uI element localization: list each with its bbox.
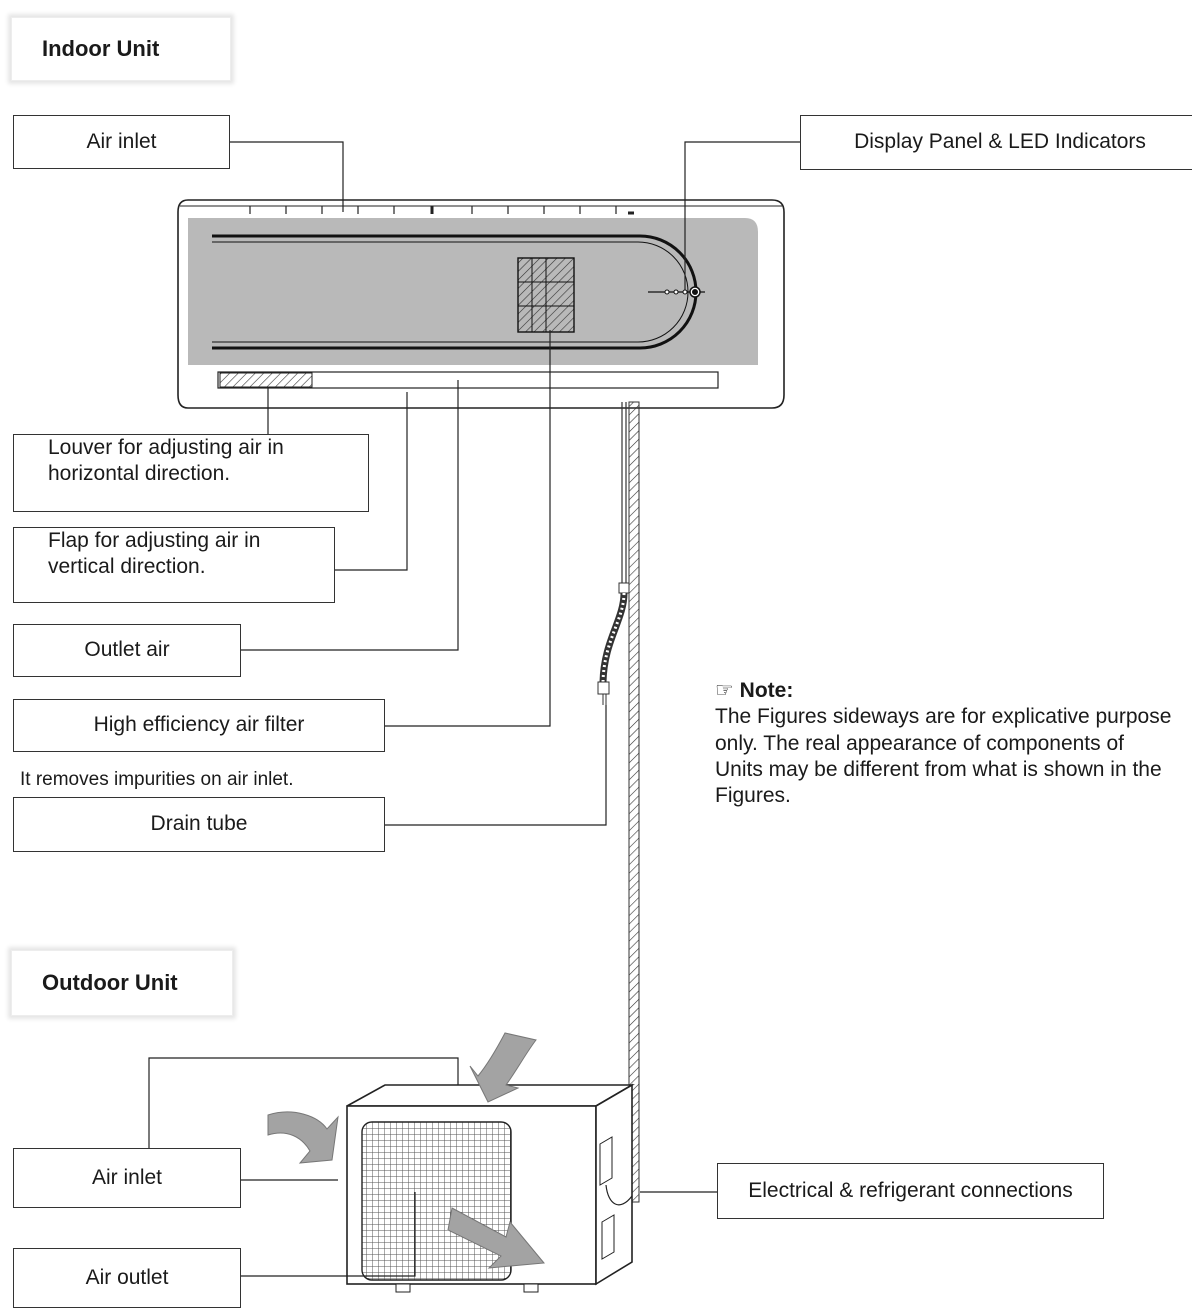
indoor-unit-title: Indoor Unit: [11, 17, 231, 81]
flap-label-line2: vertical direction.: [48, 555, 206, 579]
connections-label: Electrical & refrigerant connections: [717, 1163, 1104, 1219]
note-line: Units may be different from what is show…: [715, 757, 1162, 781]
air-filter-label: High efficiency air filter: [13, 699, 385, 752]
pipe-drawing: [597, 401, 640, 1203]
louver-label: Louver for adjusting air in horizontal d…: [13, 434, 369, 512]
outdoor-unit-title: Outdoor Unit: [11, 950, 233, 1016]
louver-label-line2: horizontal direction.: [48, 462, 231, 486]
note-line: Figures.: [715, 784, 791, 807]
pointing-hand-icon: ☞: [715, 679, 734, 702]
note-heading: ☞ Note:: [715, 678, 1192, 704]
outdoor-unit-drawing: [346, 1083, 635, 1293]
indoor-unit-drawing: [177, 199, 785, 409]
outdoor-air-inlet-label: Air inlet: [13, 1148, 241, 1208]
note-title: Note:: [739, 679, 794, 702]
air-filter-description: It removes impurities on air inlet.: [20, 769, 294, 790]
outdoor-air-outlet-label: Air outlet: [13, 1248, 241, 1308]
air-inlet-label: Air inlet: [13, 115, 230, 169]
louver-label-line1: Louver for adjusting air in: [48, 436, 284, 459]
note-block: ☞ Note: The Figures sideways are for exp…: [715, 678, 1192, 809]
note-line: The Figures sideways are for explicative…: [715, 705, 1172, 729]
drain-tube-label: Drain tube: [13, 797, 385, 852]
outlet-air-label: Outlet air: [13, 624, 241, 677]
flap-label-line1: Flap for adjusting air in: [48, 529, 261, 552]
note-line: only. The real appearance of components …: [715, 731, 1124, 755]
flap-label: Flap for adjusting air in vertical direc…: [13, 527, 335, 603]
display-panel-label: Display Panel & LED Indicators: [800, 115, 1192, 170]
airflow-arrows: [267, 1032, 545, 1269]
